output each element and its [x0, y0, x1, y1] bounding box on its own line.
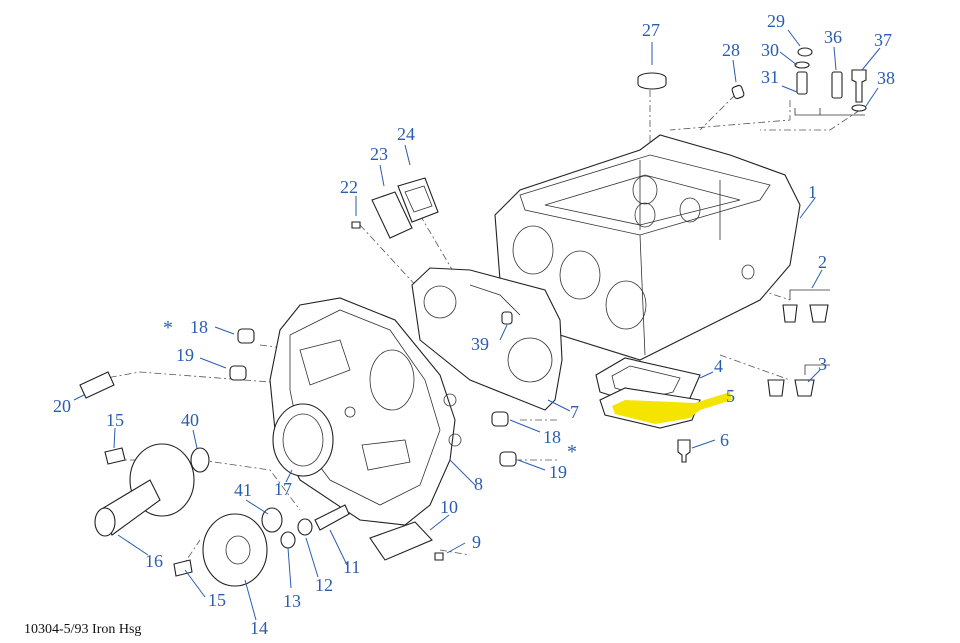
label-16: 16 — [145, 551, 163, 571]
label-18-right: 18 — [543, 427, 561, 447]
label-17: 17 — [274, 479, 292, 499]
cover-10 — [369, 521, 433, 561]
label-39: 39 — [471, 334, 489, 354]
label-23: 23 — [370, 144, 388, 164]
bolt-15-upper — [104, 447, 126, 465]
label-41: 41 — [234, 480, 252, 500]
label-8: 8 — [474, 474, 483, 494]
bushing-19-left — [229, 365, 247, 381]
label-36: 36 — [824, 27, 842, 47]
stud-31 — [796, 71, 808, 95]
plug-2b — [809, 304, 829, 323]
label-11: 11 — [343, 557, 360, 577]
bottom-cover-plates — [595, 357, 732, 463]
nut-29 — [797, 47, 813, 57]
label-27: 27 — [642, 20, 660, 40]
bolt-6 — [677, 439, 691, 463]
pin-39 — [501, 311, 513, 325]
plug-3b — [794, 379, 815, 397]
label-15-lower: 15 — [208, 590, 226, 610]
seal-41 — [261, 507, 283, 533]
cover-23 — [371, 191, 413, 239]
label-2: 2 — [818, 252, 827, 272]
screw-9 — [434, 552, 444, 561]
label-31: 31 — [761, 67, 779, 87]
bushing-18-left — [237, 328, 255, 344]
label-7: 7 — [570, 402, 579, 422]
gasket-24 — [397, 177, 439, 223]
label-19-right: 19 — [549, 462, 567, 482]
label-13: 13 — [283, 591, 301, 611]
stud-20 — [79, 371, 115, 399]
seal-ring-17 — [272, 403, 334, 477]
seal-40 — [190, 447, 210, 473]
lock-washer-38 — [851, 104, 867, 112]
highlight-5 — [612, 392, 732, 424]
label-5: 5 — [726, 386, 735, 406]
plug-3a — [767, 379, 785, 397]
label-40: 40 — [181, 410, 199, 430]
shaft-components — [79, 371, 444, 587]
stud-36 — [831, 71, 843, 99]
drain-plugs — [767, 289, 830, 397]
label-14: 14 — [250, 618, 268, 638]
label-1: 1 — [808, 182, 817, 202]
stud-11 — [314, 504, 350, 531]
bolt-37 — [851, 69, 867, 103]
label-20: 20 — [53, 396, 71, 416]
asterisk-left: * — [163, 317, 173, 339]
label-28: 28 — [722, 40, 740, 60]
bushing-19-right — [499, 451, 517, 467]
label-19-left: 19 — [176, 345, 194, 365]
label-9: 9 — [472, 532, 481, 552]
cover-plate-group — [351, 177, 439, 239]
screw-22 — [351, 221, 361, 229]
label-18-left: 18 — [190, 317, 208, 337]
label-15-upper: 15 — [106, 410, 124, 430]
label-37: 37 — [874, 30, 892, 50]
diagram-caption: 10304-5/93 Iron Hsg — [24, 622, 142, 637]
label-4: 4 — [714, 356, 723, 376]
plug-2a — [782, 304, 798, 323]
dowel-pin-28 — [731, 84, 745, 100]
housing-gasket — [411, 267, 563, 411]
label-38: 38 — [877, 68, 895, 88]
bushings — [229, 311, 517, 467]
asterisk-right: * — [567, 441, 577, 463]
label-12: 12 — [315, 575, 333, 595]
label-30: 30 — [761, 40, 779, 60]
washer-12 — [297, 518, 313, 536]
label-3: 3 — [818, 354, 827, 374]
bushing-18-right — [491, 411, 509, 427]
label-24: 24 — [397, 124, 415, 144]
top-fastener-group — [637, 47, 867, 116]
bolt-15-lower — [173, 559, 193, 577]
flange-14 — [202, 513, 268, 587]
washer-30 — [794, 61, 810, 69]
part-number-labels: 1 2 3 4 5 6 7 8 9 10 11 12 13 14 15 15 1… — [53, 11, 895, 638]
label-22: 22 — [340, 177, 358, 197]
nut-13 — [280, 531, 296, 549]
leader-lines — [73, 29, 881, 621]
main-transmission-housing — [494, 134, 801, 361]
label-10: 10 — [440, 497, 458, 517]
label-6: 6 — [720, 430, 729, 450]
label-29: 29 — [767, 11, 785, 31]
